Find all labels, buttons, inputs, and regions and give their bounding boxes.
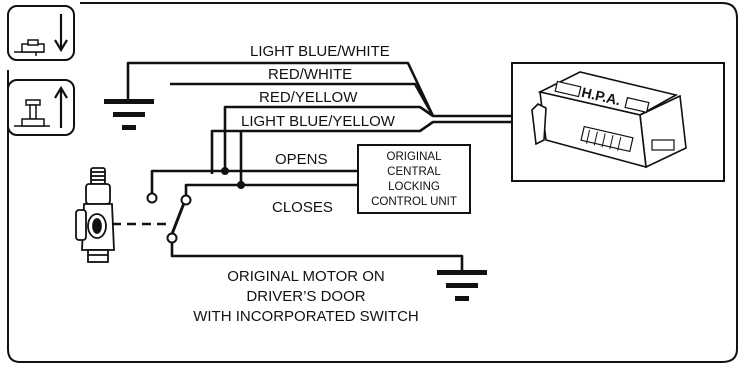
control-unit-line-2: CENTRAL (387, 166, 441, 178)
unlock-up-arrow-icon (7, 79, 75, 136)
control-unit-line-3: LOCKING (388, 181, 440, 193)
wire-closes (184, 183, 358, 196)
label-red-yellow: RED/YELLOW (259, 89, 358, 106)
ground-symbol-icon (104, 99, 154, 130)
ground-symbol-icon (437, 270, 487, 301)
door-lock-actuator-icon (75, 167, 115, 263)
lock-down-arrow-icon (7, 5, 75, 61)
wire-light-blue-yellow (210, 120, 512, 174)
label-light-blue-white: LIGHT BLUE/WHITE (250, 43, 390, 60)
motor-caption-line-3: WITH INCORPORATED SWITCH (193, 308, 419, 325)
control-unit-line-1: ORIGINAL (387, 151, 443, 163)
wire-opens (150, 169, 358, 193)
wire-ground-motor (170, 240, 464, 270)
junction-dot (221, 167, 229, 175)
motor-switch (146, 192, 192, 244)
hpa-module-icon: H.P.A. (511, 62, 725, 182)
motor-caption-line-1: ORIGINAL MOTOR ON (227, 268, 385, 285)
control-unit-line-4: CONTROL UNIT (371, 196, 457, 208)
wire-light-blue-white (126, 61, 512, 118)
motor-caption-line-2: DRIVER’S DOOR (246, 288, 365, 305)
wire-red-white (170, 82, 435, 117)
wire-red-yellow (223, 105, 434, 171)
label-red-white: RED/WHITE (268, 66, 352, 83)
original-control-unit: ORIGINAL CENTRAL LOCKING CONTROL UNIT (357, 144, 471, 214)
label-closes: CLOSES (272, 199, 333, 216)
label-light-blue-yellow: LIGHT BLUE/YELLOW (241, 113, 396, 130)
diagram-frame (7, 2, 738, 363)
label-opens: OPENS (275, 151, 328, 168)
